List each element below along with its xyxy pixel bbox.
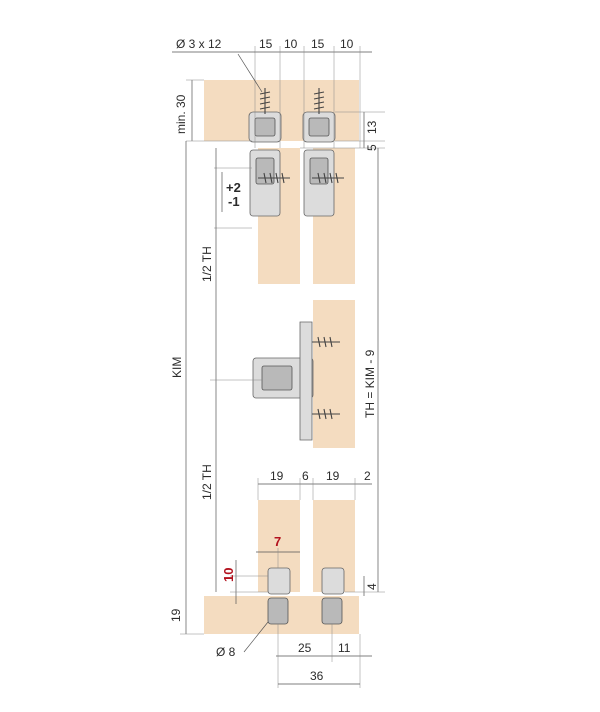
half-th-top-label: 1/2 TH — [200, 246, 214, 282]
bottom-width-1: 19 — [270, 469, 284, 483]
dim-4-label: 4 — [365, 583, 379, 590]
top-width-3: 15 — [311, 37, 325, 51]
top-width-1: 15 — [259, 37, 273, 51]
dimension-lines — [172, 46, 385, 688]
middle-door-stop — [252, 321, 340, 441]
wood-panels — [204, 80, 359, 634]
dim-11-label: 11 — [338, 641, 351, 655]
dim-13-label: 13 — [365, 120, 379, 134]
th-formula-label: TH = KIM - 9 — [363, 349, 377, 418]
kim-label: KIM — [170, 357, 184, 378]
middle-door-panel — [313, 300, 355, 448]
red-dim-7: 7 — [274, 534, 281, 549]
bottom-width-2: 6 — [302, 469, 309, 483]
min-30-label: min. 30 — [174, 94, 188, 134]
adjust-minus-label: -1 — [228, 194, 240, 209]
dim-36-label: 36 — [310, 669, 324, 683]
half-th-bottom-label: 1/2 TH — [200, 464, 214, 500]
ceiling-screw-left — [259, 88, 271, 114]
ceiling-screw-right — [313, 88, 325, 114]
dim-19-label: 19 — [169, 608, 183, 622]
bottom-width-3: 19 — [326, 469, 340, 483]
bottom-guides — [267, 567, 345, 625]
dia-8-label: Ø 8 — [216, 645, 236, 659]
dim-25-label: 25 — [298, 641, 312, 655]
top-width-4: 10 — [340, 37, 354, 51]
top-rail-hardware — [248, 88, 344, 217]
top-width-2: 10 — [284, 37, 298, 51]
red-dim-10: 10 — [221, 568, 236, 582]
dimension-labels: Ø 3 x 12 15 10 15 10 min. 30 13 5 +2 -1 … — [169, 37, 379, 683]
dim-5-label: 5 — [365, 144, 379, 151]
screw-size-label: Ø 3 x 12 — [176, 37, 222, 51]
adjust-plus-label: +2 — [226, 180, 241, 195]
top-ceiling-board — [204, 80, 359, 141]
bottom-width-4: 2 — [364, 469, 371, 483]
